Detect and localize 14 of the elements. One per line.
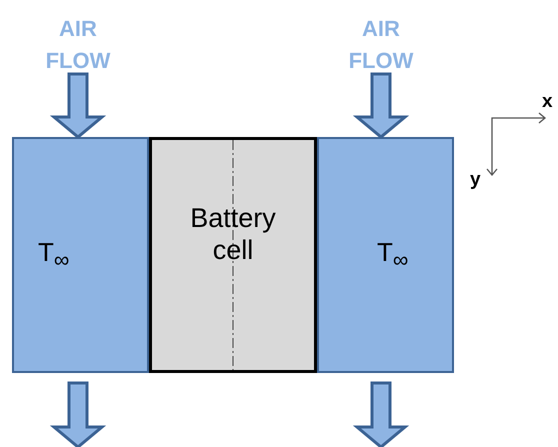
battery-cell <box>149 137 317 373</box>
airflow-arrow <box>50 72 106 139</box>
axis-label: y <box>470 170 481 189</box>
airflow-arrow <box>50 382 106 447</box>
airflow-label: AIR FLOW <box>348 15 414 75</box>
airflow-arrow <box>352 382 410 447</box>
airflow-label: AIR FLOW <box>44 15 112 75</box>
temperature-label: T$_{∞}$ <box>377 236 408 274</box>
air-channel <box>317 137 454 373</box>
air-channel <box>12 137 149 373</box>
airflow-arrow <box>352 72 410 139</box>
axis-label: x <box>542 92 553 111</box>
temperature-label: T$_{∞}$ <box>38 236 70 274</box>
cell-label: Battery cell <box>189 202 277 267</box>
